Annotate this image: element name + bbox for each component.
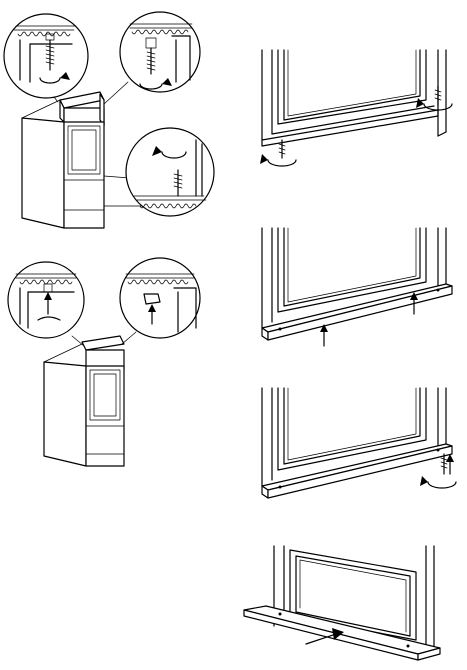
tall-cabinet — [44, 336, 124, 466]
callout-right-bracket — [120, 258, 200, 338]
callout-bottom-right-hinge — [126, 128, 214, 216]
tall-cabinet — [22, 92, 104, 228]
figure-cover-strip-lift — [248, 218, 463, 353]
figure-cover-strip-screw-drawing — [248, 378, 463, 508]
cover-strip — [262, 284, 452, 340]
figure-cabinet-screws — [0, 0, 225, 240]
figure-door-corner-screws — [248, 40, 463, 180]
figure-door-corner-screws-drawing — [248, 40, 463, 180]
rotate-arrow-icon — [268, 160, 296, 166]
callout-leader — [122, 332, 136, 344]
callout-top-left-hinge — [4, 14, 88, 98]
callout-top-right-hinge — [120, 12, 200, 92]
figure-cover-strip-slide — [240, 540, 462, 665]
figure-cover-strip-lift-drawing — [248, 218, 463, 353]
figure-cabinet-brackets — [0, 258, 225, 473]
bracket-icon — [144, 294, 160, 304]
door-frame — [262, 50, 446, 146]
rotate-arrow-icon — [428, 482, 456, 488]
callout-leader — [104, 82, 128, 104]
cover-strip — [262, 444, 452, 498]
figure-cover-strip-slide-drawing — [240, 540, 462, 665]
callout-leader — [72, 336, 84, 346]
figure-cover-strip-screw — [248, 378, 463, 508]
left-screw-detail — [260, 140, 296, 166]
callout-left-bracket — [8, 262, 84, 338]
figure-cabinet-brackets-drawing — [0, 258, 225, 473]
figure-cabinet-screws-drawing — [0, 0, 225, 240]
